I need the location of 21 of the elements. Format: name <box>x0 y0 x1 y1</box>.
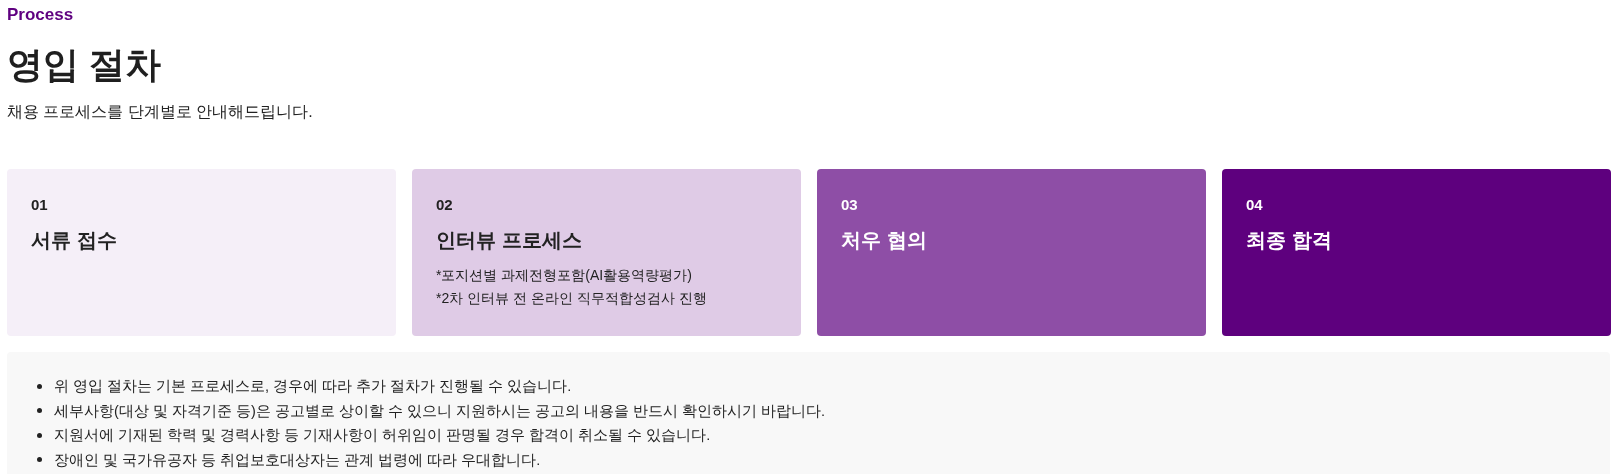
note-text: 세부사항(대상 및 자격기준 등)은 공고별로 상이할 수 있으니 지원하시는 공고의 내용을 반드시 확인하시기 바랍니다. <box>54 401 826 421</box>
step-title: 인터뷰 프로세스 <box>436 228 582 253</box>
step-number: 02 <box>436 195 453 215</box>
note-text: 위 영입 절차는 기본 프로세스로, 경우에 따라 추가 절차가 진행될 수 있습니다. <box>54 377 572 397</box>
step-note: *2차 인터뷰 전 온라인 직무적합성검사 진행 <box>436 289 707 308</box>
step-number: 04 <box>1246 195 1263 215</box>
notes-panel <box>7 352 1610 474</box>
step-card <box>817 169 1206 336</box>
page-title: 영입 절차 <box>7 43 161 87</box>
step-note: *포지션별 과제전형포함(AI활용역량평가) <box>436 266 692 285</box>
step-title: 서류 접수 <box>31 228 117 253</box>
step-card <box>1222 169 1611 336</box>
step-title: 최종 합격 <box>1246 228 1332 253</box>
note-text: 장애인 및 국가유공자 등 취업보호대상자는 관계 법령에 따라 우대합니다. <box>54 450 541 470</box>
step-title: 처우 협의 <box>841 228 927 253</box>
step-number: 03 <box>841 195 858 215</box>
subtitle: 채용 프로세스를 단계별로 안내해드립니다. <box>7 102 313 122</box>
note-text: 지원서에 기재된 학력 및 경력사항 등 기재사항이 허위임이 판명될 경우 합격이 취소될 수 있습니다. <box>54 426 711 446</box>
step-card <box>412 169 801 336</box>
section-label: Process <box>7 5 74 25</box>
step-number: 01 <box>31 195 48 215</box>
